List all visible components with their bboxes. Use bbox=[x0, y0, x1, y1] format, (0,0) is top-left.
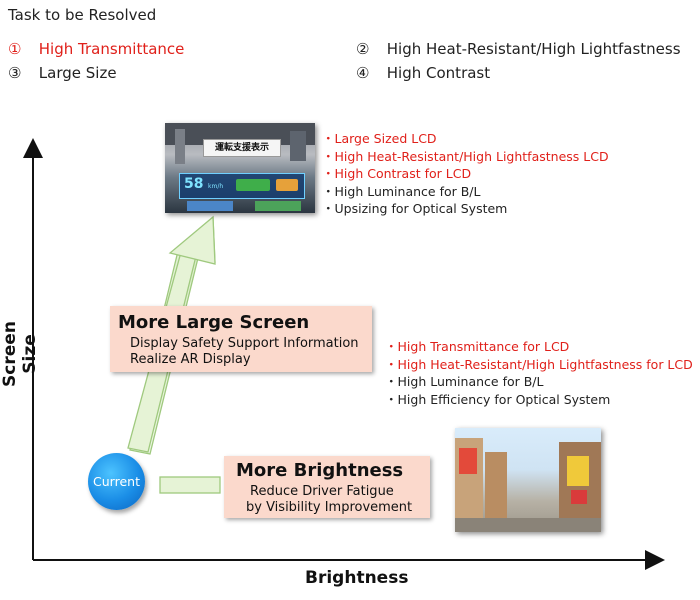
hud-indicator bbox=[276, 179, 298, 191]
requirement-item: High Transmittance for LCD bbox=[385, 338, 693, 356]
large-screen-requirements: Large Sized LCD High Heat-Resistant/High… bbox=[322, 130, 609, 218]
large-screen-box: More Large Screen Display Safety Support… bbox=[110, 306, 372, 372]
city-image-sign bbox=[571, 490, 587, 504]
requirement-item: Large Sized LCD bbox=[322, 130, 609, 148]
hud-speed: 58 bbox=[184, 176, 204, 192]
task-number: ④ bbox=[356, 64, 370, 82]
current-label: Current bbox=[93, 474, 140, 489]
requirement-item: Upsizing for Optical System bbox=[322, 200, 609, 218]
hud-speed-unit: km/h bbox=[208, 183, 224, 190]
task-number: ① bbox=[8, 40, 22, 58]
requirement-item: High Contrast for LCD bbox=[322, 165, 609, 183]
task-item-3: ③ Large Size bbox=[8, 64, 117, 82]
city-image bbox=[455, 428, 601, 532]
task-item-1: ① High Transmittance bbox=[8, 40, 184, 58]
brightness-heading: More Brightness bbox=[236, 460, 404, 481]
hud-image: 運転支援表示 58 km/h bbox=[165, 123, 315, 213]
task-label: High Heat-Resistant/High Lightfastness bbox=[386, 40, 681, 58]
brightness-requirements: High Transmittance for LCD High Heat-Res… bbox=[385, 338, 693, 408]
hud-image-building bbox=[290, 131, 306, 161]
x-axis-label: Brightness bbox=[305, 568, 409, 588]
brightness-line: by Visibility Improvement bbox=[246, 500, 413, 515]
hud-button-left bbox=[187, 201, 233, 211]
y-axis-label: Screen Size bbox=[0, 321, 40, 387]
hud-image-building bbox=[175, 129, 185, 164]
city-image-building bbox=[485, 452, 507, 532]
requirement-item: High Heat-Resistant/High Lightfastness L… bbox=[322, 148, 609, 166]
task-label: High Transmittance bbox=[38, 40, 185, 58]
requirement-item: High Luminance for B/L bbox=[322, 183, 609, 201]
city-image-sign bbox=[459, 448, 477, 474]
task-label: Large Size bbox=[38, 64, 117, 82]
large-screen-line: Realize AR Display bbox=[130, 352, 251, 367]
brightness-line: Reduce Driver Fatigue bbox=[250, 484, 394, 499]
task-item-2: ② High Heat-Resistant/High Lightfastness bbox=[356, 40, 681, 58]
large-screen-heading: More Large Screen bbox=[118, 312, 310, 333]
brightness-arrow bbox=[159, 476, 221, 494]
requirement-item: High Efficiency for Optical System bbox=[385, 391, 693, 409]
brightness-box: More Brightness Reduce Driver Fatigue by… bbox=[224, 456, 430, 518]
hud-caption: 運転支援表示 bbox=[203, 139, 281, 157]
large-screen-arrow-head bbox=[168, 215, 216, 265]
task-item-4: ④ High Contrast bbox=[356, 64, 490, 82]
task-number: ③ bbox=[8, 64, 22, 82]
city-image-road bbox=[455, 518, 601, 532]
large-screen-line: Display Safety Support Information bbox=[130, 336, 359, 351]
hud-panel: 58 km/h bbox=[179, 173, 305, 199]
task-label: High Contrast bbox=[386, 64, 491, 82]
city-image-sign bbox=[567, 456, 589, 486]
requirement-item: High Luminance for B/L bbox=[385, 373, 693, 391]
task-number: ② bbox=[356, 40, 370, 58]
requirement-item: High Heat-Resistant/High Lightfastness f… bbox=[385, 356, 693, 374]
hud-button-right bbox=[255, 201, 301, 211]
current-node: Current bbox=[88, 453, 145, 510]
page-title: Task to be Resolved bbox=[8, 6, 157, 24]
hud-indicator bbox=[236, 179, 270, 191]
